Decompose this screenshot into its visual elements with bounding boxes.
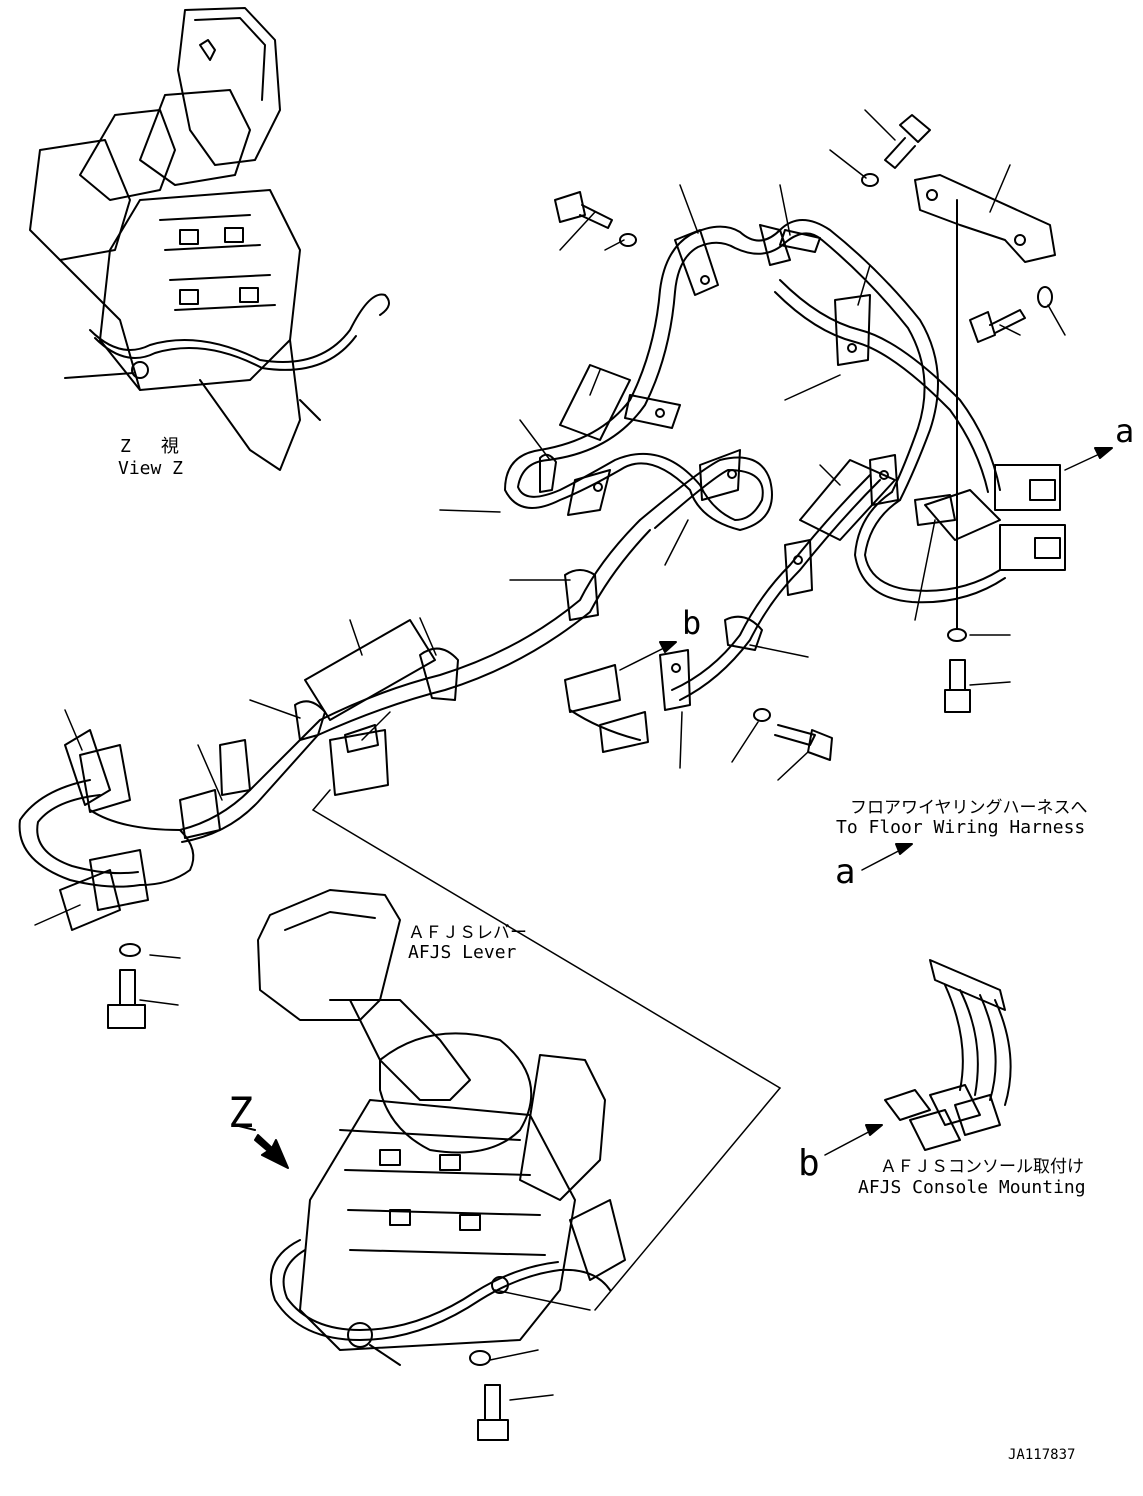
leader-lines xyxy=(34,109,1066,1401)
floor-harness-label-en: To Floor Wiring Harness xyxy=(836,817,1086,838)
view-z-assembly xyxy=(29,7,390,471)
view-z-label-en: View Z xyxy=(118,458,184,479)
harness-tags xyxy=(59,364,896,931)
drawing-number: JA117837 xyxy=(1008,1447,1076,1463)
arrows xyxy=(254,447,1113,1169)
afjs-lever-label-jp: ＡＦＪＳレバー xyxy=(408,923,527,943)
afjs-lever-assembly xyxy=(234,889,626,1366)
harness-connectors xyxy=(79,464,1066,911)
bolts-and-washers xyxy=(107,114,1056,1441)
afjs-console-label-jp: ＡＦＪＳコンソール取付け xyxy=(880,1157,1084,1177)
floor-harness-label-jp: フロアワイヤリングハーネスへ xyxy=(850,798,1088,818)
afjs-console-label-en: AFJS Console Mounting xyxy=(858,1177,1086,1198)
harness-clamps xyxy=(294,224,956,741)
arrow-b-legend-label: b xyxy=(798,1143,820,1184)
view-z-label-jp: Z 視 xyxy=(120,436,185,457)
arrow-a-top-label: a xyxy=(1115,412,1135,450)
afjs-console-detail xyxy=(884,959,1012,1151)
wiring-harness xyxy=(18,219,1006,888)
view-z-arrow-icon xyxy=(254,1134,289,1169)
view-marker-z: Z xyxy=(228,1088,254,1137)
arrow-b-mid-label: b xyxy=(682,604,702,642)
arrow-a-legend-label: a xyxy=(835,852,856,892)
afjs-lever-label-en: AFJS Lever xyxy=(408,942,517,963)
